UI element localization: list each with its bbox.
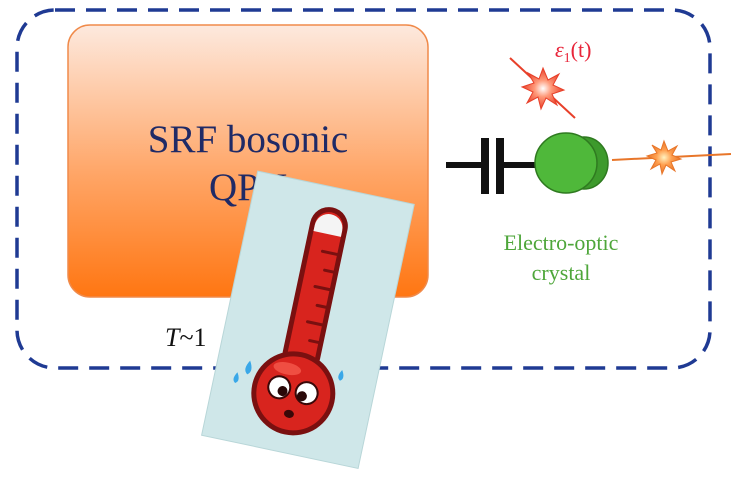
electro-optic-crystal [534,132,609,194]
laser-drive-label: ε1(t) [555,37,591,66]
cryostat-boundary [15,8,712,370]
capacitor-icon [446,138,535,194]
laser-burst-icon [645,139,683,176]
laser-burst-icon [520,66,566,111]
qpu-label-line1: SRF bosonic [148,118,348,161]
crystal-label-line1: Electro-optic [504,230,619,255]
thermometer-card [201,170,415,470]
thermometer-icon [233,207,348,436]
crystal-label-line2: crystal [532,260,591,285]
temperature-label: T~1 [165,323,207,352]
